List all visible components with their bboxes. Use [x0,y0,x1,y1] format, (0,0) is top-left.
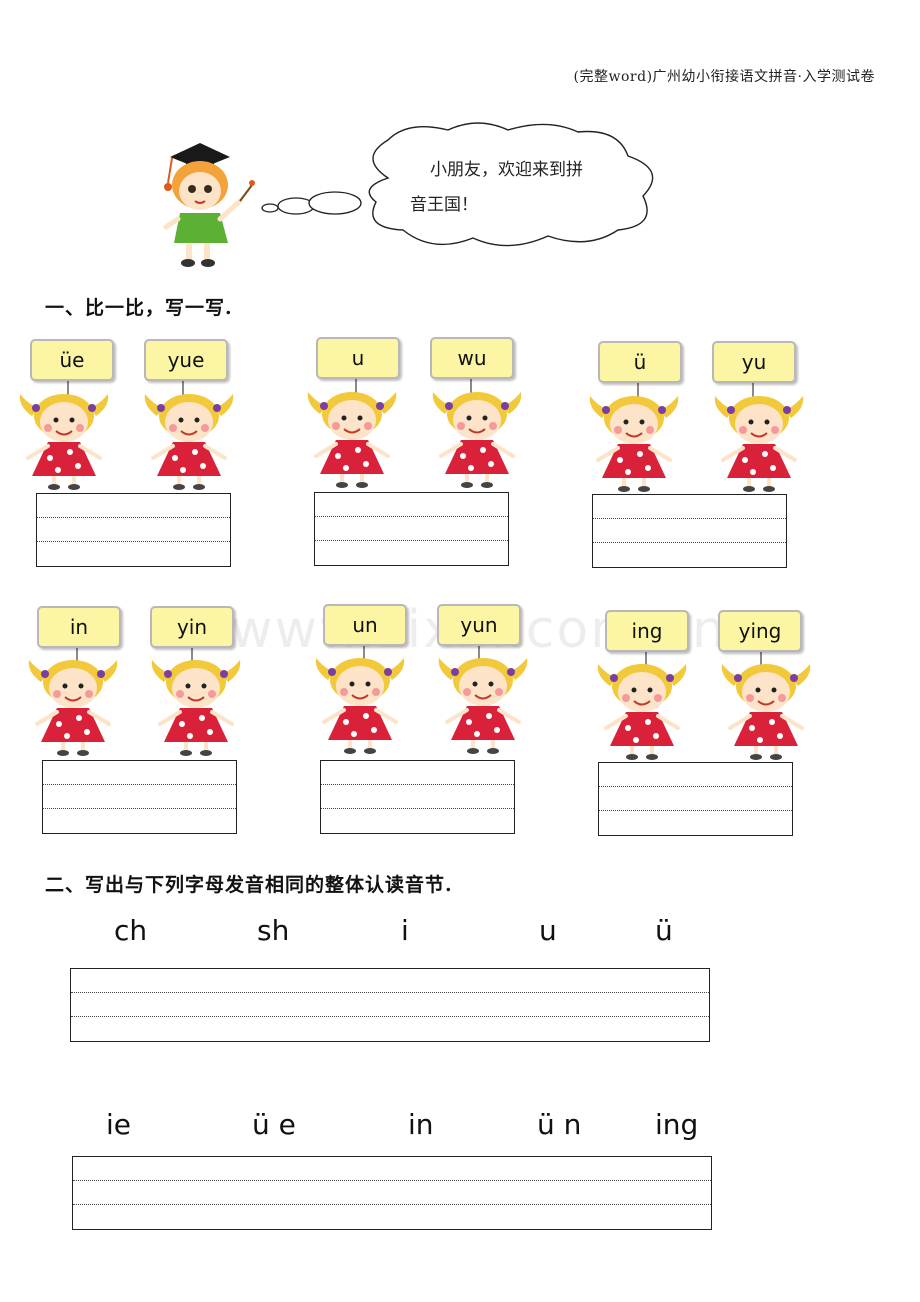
girl-illustration [306,390,399,490]
writing-box[interactable] [36,493,231,567]
girl-illustration [713,394,806,494]
sign-card: un [323,604,407,646]
sign-card: u [316,337,400,379]
writing-box[interactable] [320,760,515,834]
letter-item: ü e [252,1108,296,1141]
letter-item: ü n [537,1108,582,1141]
girl-illustration [588,394,681,494]
girl-illustration [150,658,243,758]
graduate-girl-illustration [163,143,255,267]
sign-card: yun [437,604,521,646]
sign-card: ü [598,341,682,383]
sign-card: yu [712,341,796,383]
writing-box[interactable] [314,492,509,566]
letter-item: in [408,1108,434,1141]
section1-title: 一、比一比，写一写. [45,297,233,319]
sign-card: yue [144,339,228,381]
girl-illustration [596,662,689,762]
sign-card: in [37,606,121,648]
girl-illustration [143,392,236,492]
sign-card: üe [30,339,114,381]
letter-item: ch [114,914,148,947]
letter-item: ie [106,1108,132,1141]
girl-illustration [18,392,111,492]
girl-illustration [437,656,530,756]
girl-illustration [314,656,407,756]
letter-item: ing [655,1108,699,1141]
girl-illustration [431,390,524,490]
sign-card: ing [605,610,689,652]
page-header: (完整word)广州幼小衔接语文拼音·入学测试卷 [573,69,875,85]
girl-illustration [27,658,120,758]
thought-bubble [261,122,654,247]
bubble-text-line1: 小朋友，欢迎来到拼 [430,160,583,180]
girl-illustration [720,662,813,762]
writing-box[interactable] [42,760,237,834]
writing-box[interactable] [70,968,710,1042]
writing-box[interactable] [598,762,793,836]
letter-item: sh [257,914,290,947]
sign-card: yin [150,606,234,648]
letter-item: i [401,914,409,947]
letter-item: ü [655,914,673,947]
bubble-text-line2: 音王国！ [410,195,478,215]
section2-title: 二、写出与下列字母发音相同的整体认读音节. [45,874,453,896]
letter-item: u [539,914,557,947]
writing-box[interactable] [72,1156,712,1230]
sign-card: wu [430,337,514,379]
sign-card: ying [718,610,802,652]
writing-box[interactable] [592,494,787,568]
